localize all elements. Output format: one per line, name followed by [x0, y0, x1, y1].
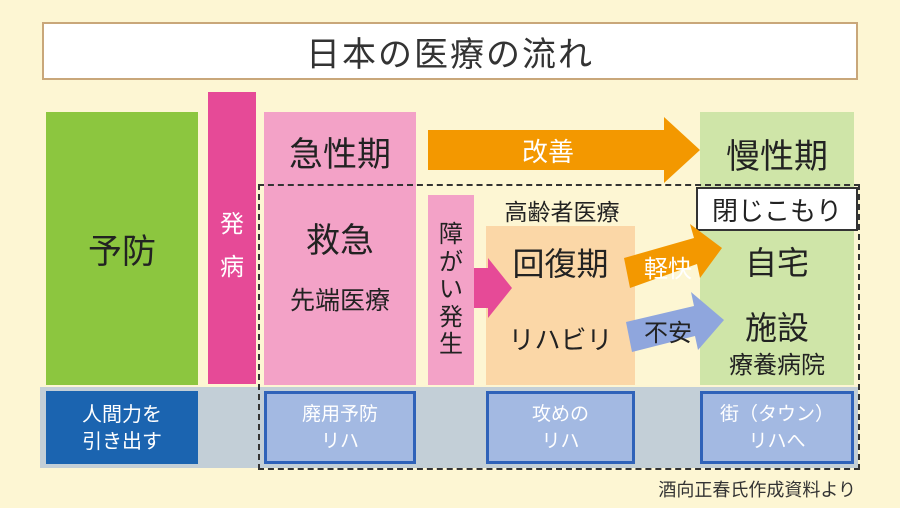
prevention-band: 人間力を 引き出す	[46, 391, 198, 464]
recovery-band-line-1: 攻めの	[531, 402, 589, 425]
acute-band-line-1: 廃用予防	[301, 402, 378, 425]
acute-band: 廃用予防 リハ	[264, 391, 416, 464]
advanced-care-label: 先端医療	[289, 286, 390, 315]
disability-char-4: 発	[439, 302, 463, 331]
withdrawn-label: 閉じこもり	[696, 187, 858, 231]
source-note: 酒向正春氏作成資料より	[658, 480, 856, 501]
onset-bar: 発 病	[208, 92, 256, 384]
elderly-care-label: 高齢者医療	[504, 200, 620, 226]
acute-band-line-2: リハ	[320, 429, 359, 452]
prevention-block: 予防	[46, 112, 198, 385]
anxiety-arrow	[626, 292, 724, 352]
rehab-label: リハビリ	[508, 325, 613, 356]
disability-arrow	[474, 258, 512, 318]
onset-char-2: 病	[220, 253, 244, 281]
disability-char-2: が	[439, 247, 463, 276]
chronic-band-line-1: 街（タウン）	[719, 402, 834, 425]
recovery-band: 攻めの リハ	[486, 391, 635, 464]
better-label: 軽快	[644, 254, 692, 283]
onset-char-1: 発	[220, 210, 244, 238]
disability-char-5: 生	[439, 330, 463, 359]
nursing-hospital-label: 療養病院	[729, 350, 825, 379]
anxiety-label: 不安	[644, 318, 692, 347]
acute-block	[264, 112, 416, 385]
home-label: 自宅	[744, 244, 809, 282]
chronic-band: 街（タウン） リハへ	[700, 391, 854, 464]
improve-label: 改善	[521, 137, 574, 168]
chronic-label: 慢性期	[726, 136, 828, 177]
disability-char-3: い	[439, 275, 463, 304]
elderly-care-region	[258, 184, 860, 470]
prevention-band-line-2: 引き出す	[82, 428, 162, 453]
page-title: 日本の医療の流れ	[42, 22, 858, 80]
acute-label: 急性期	[289, 134, 391, 175]
recovery-band-line-2: リハ	[541, 429, 580, 452]
disability-char-1: 障	[439, 220, 463, 249]
chronic-band-line-2: リハへ	[748, 429, 806, 452]
recovery-label: 回復期	[512, 245, 609, 283]
emergency-label: 救急	[306, 220, 374, 261]
facility-label: 施設	[744, 309, 809, 347]
improve-arrow	[428, 117, 700, 183]
prevention-band-line-1: 人間力を	[82, 401, 162, 426]
better-arrow	[624, 224, 722, 288]
disability-bar: 障 が い 発 生	[428, 195, 474, 385]
chronic-block	[700, 112, 854, 385]
recovery-block	[486, 226, 635, 385]
